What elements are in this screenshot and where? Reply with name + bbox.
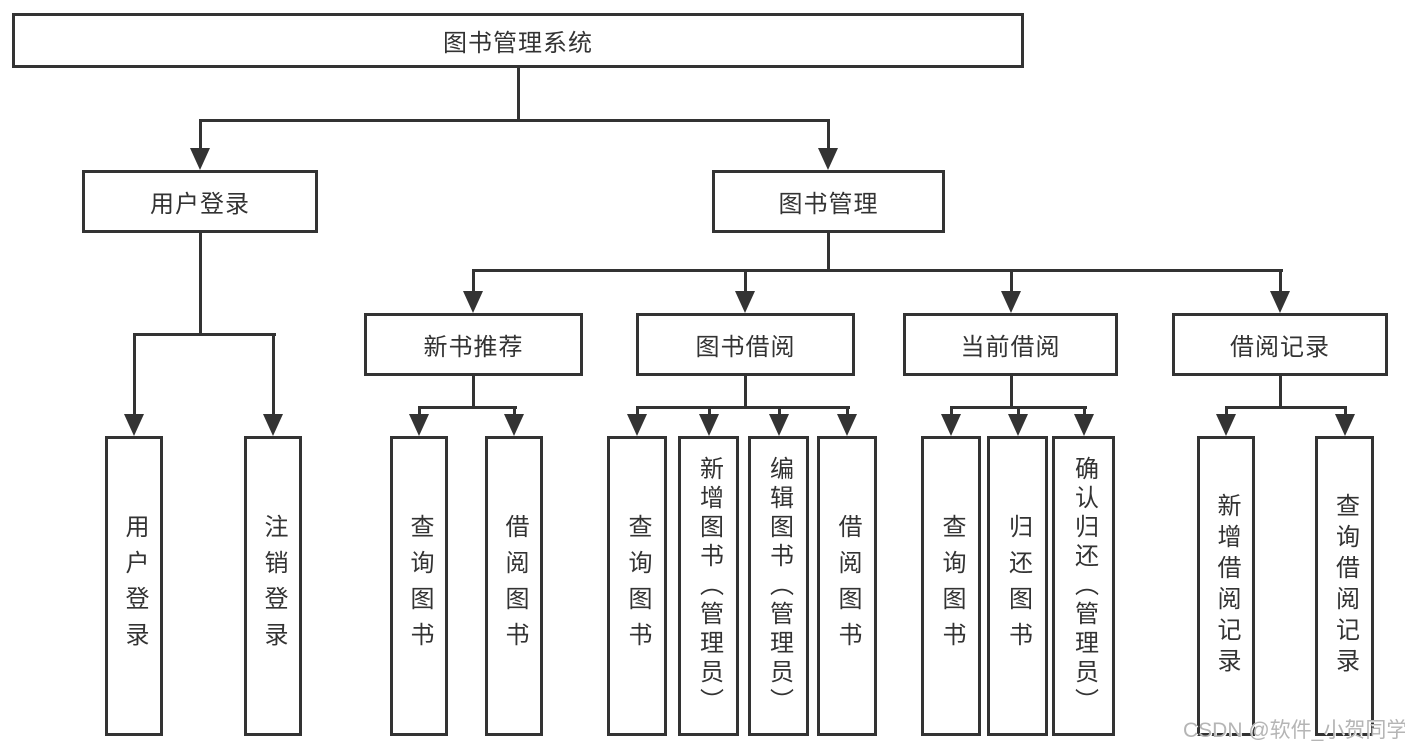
arrow-down-icon [699, 414, 719, 436]
arrow-down-icon [818, 148, 838, 170]
node-label: 图书管理系统 [443, 30, 593, 57]
leaf-label: 查询借阅记录 [1331, 493, 1359, 679]
leaf-add-book-admin: 新增图书（管理员） [678, 436, 739, 736]
leaf-query-books-borrowing: 查询图书 [607, 436, 667, 736]
leaf-return-book: 归还图书 [987, 436, 1048, 736]
node-current-borrowing: 当前借阅 [903, 313, 1118, 376]
leaf-query-borrow-record: 查询借阅记录 [1315, 436, 1374, 736]
node-book-borrowing: 图书借阅 [636, 313, 855, 376]
leaf-label: 用户登录 [121, 514, 148, 658]
connector-line [132, 334, 136, 415]
node-library-management-system: 图书管理系统 [12, 13, 1024, 68]
connector-line [471, 270, 475, 293]
arrow-down-icon [837, 414, 857, 436]
arrow-down-icon [1216, 414, 1236, 436]
leaf-label: 归还图书 [1004, 514, 1032, 658]
leaf-add-borrow-record: 新增借阅记录 [1197, 436, 1255, 736]
node-borrowing-records: 借阅记录 [1172, 313, 1388, 376]
node-label: 当前借阅 [960, 334, 1061, 361]
leaf-label: 注销登录 [260, 514, 287, 658]
leaf-query-books-current: 查询图书 [921, 436, 981, 736]
connector-line [826, 120, 830, 150]
connector-line [417, 407, 421, 416]
arrow-down-icon [1074, 414, 1094, 436]
arrow-down-icon [124, 414, 144, 436]
connector-line [516, 68, 520, 120]
connector-line [1009, 376, 1013, 409]
connector-line [635, 405, 850, 409]
connector-line [471, 376, 475, 409]
arrow-down-icon [1008, 414, 1028, 436]
connector-line [1224, 405, 1347, 409]
leaf-logout: 注销登录 [244, 436, 302, 736]
arrow-down-icon [627, 414, 647, 436]
connector-line [132, 332, 276, 336]
node-label: 借阅记录 [1230, 334, 1330, 361]
leaf-label: 确认归还（管理员） [1070, 455, 1098, 717]
node-label: 用户登录 [150, 191, 250, 218]
connector-line [471, 268, 1283, 272]
connector-line [1278, 270, 1282, 293]
leaf-query-books-recommend: 查询图书 [390, 436, 448, 736]
node-book-management: 图书管理 [712, 170, 945, 233]
connector-line [512, 407, 516, 416]
connector-line [707, 407, 711, 416]
arrow-down-icon [941, 414, 961, 436]
leaf-label: 新增借阅记录 [1213, 493, 1240, 679]
leaf-user-login: 用户登录 [105, 436, 163, 736]
connector-line [271, 334, 275, 415]
node-label: 新书推荐 [423, 334, 524, 361]
arrow-down-icon [263, 414, 283, 436]
leaf-label: 借阅图书 [834, 514, 861, 658]
connector-line [743, 270, 747, 293]
connector-line [845, 407, 849, 416]
arrow-down-icon [1001, 291, 1021, 313]
leaf-borrow-books: 借阅图书 [817, 436, 877, 736]
arrow-down-icon [504, 414, 524, 436]
node-label: 图书管理 [778, 191, 879, 218]
connector-line [198, 120, 202, 150]
connector-line [1009, 270, 1013, 293]
node-user-login: 用户登录 [82, 170, 318, 233]
connector-line [417, 405, 517, 409]
connector-line [1343, 407, 1347, 416]
leaf-label: 借阅图书 [501, 514, 528, 658]
leaf-label: 新增图书（管理员） [695, 455, 723, 717]
leaf-label: 编辑图书（管理员） [765, 455, 793, 717]
leaf-edit-book-admin: 编辑图书（管理员） [748, 436, 809, 736]
leaf-label: 查询图书 [938, 514, 965, 658]
connector-line [743, 376, 747, 409]
connector-line [198, 118, 830, 122]
connector-line [1224, 407, 1228, 416]
connector-line [777, 407, 781, 416]
node-new-book-recommend: 新书推荐 [364, 313, 583, 376]
arrow-down-icon [1270, 291, 1290, 313]
watermark: CSDN @软件_小贺同学 [1183, 719, 1405, 742]
leaf-label: 查询图书 [406, 514, 433, 658]
connector-line [198, 233, 202, 335]
connector-line [1016, 407, 1020, 416]
connector-line [1278, 376, 1282, 409]
connector-line [949, 407, 953, 416]
arrow-down-icon [409, 414, 429, 436]
leaf-borrow-books-recommend: 借阅图书 [485, 436, 543, 736]
leaf-confirm-return-admin: 确认归还（管理员） [1052, 436, 1115, 736]
arrow-down-icon [735, 291, 755, 313]
connector-line [826, 233, 830, 271]
connector-line [635, 407, 639, 416]
arrow-down-icon [769, 414, 789, 436]
leaf-label: 查询图书 [624, 514, 651, 658]
arrow-down-icon [1335, 414, 1355, 436]
node-label: 图书借阅 [695, 334, 796, 361]
arrow-down-icon [190, 148, 210, 170]
connector-line [1082, 407, 1086, 416]
arrow-down-icon [463, 291, 483, 313]
